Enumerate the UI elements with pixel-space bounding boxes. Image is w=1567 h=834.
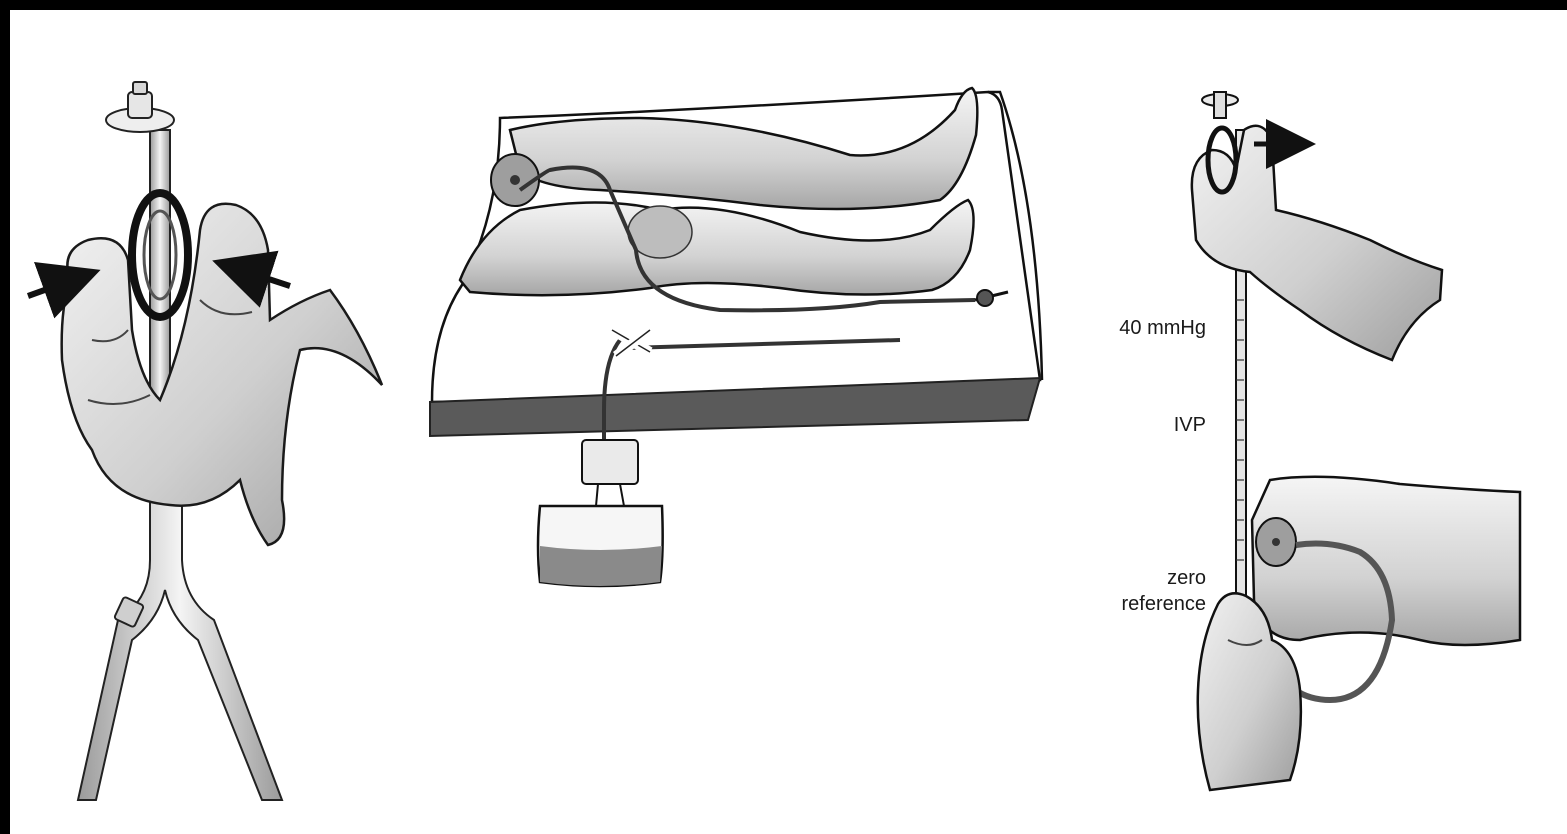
ivp-label: IVP	[1080, 413, 1206, 437]
pressure-label: 40 mmHg	[1080, 316, 1206, 340]
left-panel-hand-clamp	[28, 82, 382, 800]
zero-reference-label-line1: zero	[1080, 566, 1206, 590]
bag-clip	[582, 440, 638, 484]
right-sensor	[1256, 518, 1296, 566]
y-connector-tubing	[78, 470, 282, 800]
catheter-cap	[106, 82, 174, 132]
urine-fluid	[540, 546, 662, 586]
stopcock	[977, 290, 993, 306]
upper-hand	[1192, 126, 1442, 360]
right-leg-fragment	[1252, 477, 1520, 645]
right-panel-measurement	[1192, 92, 1520, 790]
left-hand	[62, 204, 382, 545]
right-cap	[1202, 92, 1238, 118]
middle-panel-patient-setup	[430, 88, 1042, 586]
zero-reference-label-line2: reference	[1080, 592, 1206, 616]
